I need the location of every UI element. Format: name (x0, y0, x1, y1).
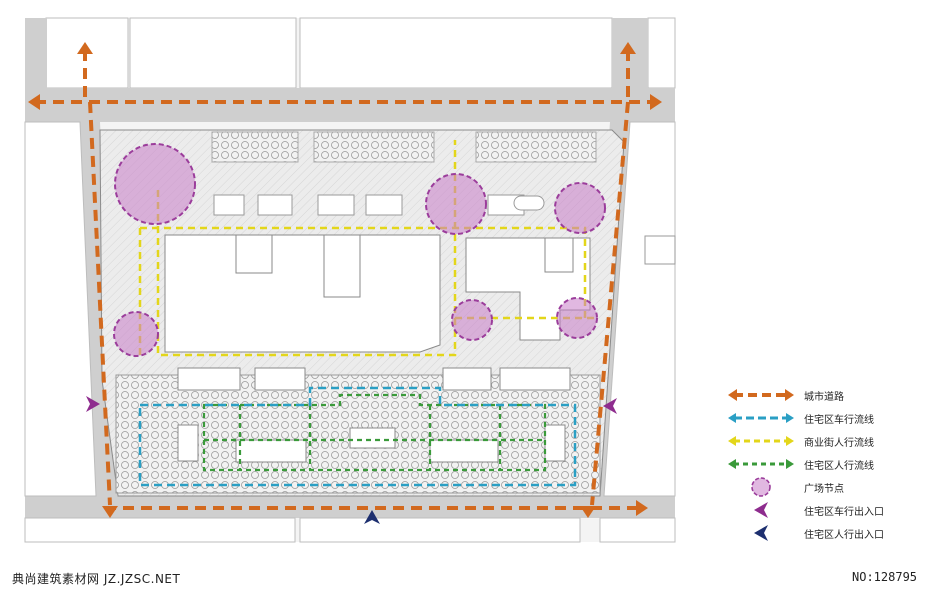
residential-vehicle-flow-loop (138, 386, 577, 487)
city-road-arrowheads (28, 42, 662, 518)
dash-arrow-icon (728, 436, 794, 446)
legend-item-residential-pedestrian-entrance: 住宅区人行出入口 (726, 522, 936, 545)
legend-item-residential-vehicle-flow: 住宅区车行流线 (726, 407, 936, 430)
thick-dash-arrow-icon (728, 389, 794, 401)
legend-label: 城市道路 (804, 392, 844, 403)
legend-label: 住宅区车行出入口 (804, 507, 884, 518)
arrow-icon (754, 502, 768, 518)
vehicle-entrance-arrows (86, 396, 617, 414)
plaza-nodes (113, 143, 606, 357)
commercial-tower (544, 237, 574, 273)
dash-arrow-icon (728, 459, 794, 469)
plaza-node (556, 297, 598, 339)
dash-arrow-icon (728, 413, 794, 423)
legend-item-residential-pedestrian-flow: 住宅区人行流线 (726, 453, 936, 476)
image-number: NO:128795 (852, 570, 918, 584)
dashed-circle-icon (751, 477, 771, 497)
east-block (603, 121, 676, 497)
legend-label: 商业街人行流线 (804, 438, 874, 449)
legend-label: 住宅区人行出入口 (804, 530, 884, 541)
legend-item-plaza-node: 广场节点 (726, 476, 936, 499)
legend-label: 住宅区车行流线 (804, 415, 874, 426)
watermark: 典尚建筑素材网 JZ.JZSC.NET (12, 572, 181, 586)
legend-item-city-road: 城市道路 (726, 384, 936, 407)
plaza-node (113, 311, 159, 357)
west-block (24, 121, 97, 497)
city-block (129, 17, 297, 89)
residential-pedestrian-flow-lines (202, 393, 547, 472)
parking-rows (211, 131, 597, 216)
city-road-flow-lines (35, 50, 655, 510)
plaza-node (451, 299, 493, 341)
commercial-tower (323, 234, 361, 298)
south-block (299, 517, 581, 543)
city-block (647, 17, 676, 89)
east-building (644, 235, 676, 265)
legend: 城市道路 住宅区车行流线 商业街人行流线 住宅区人行流线 广场节点 (726, 384, 936, 545)
top-road (25, 88, 675, 122)
legend-item-commercial-pedestrian-flow: 商业街人行流线 (726, 430, 936, 453)
commercial-tower (235, 234, 273, 274)
plaza-node (554, 182, 606, 234)
plaza-node (425, 173, 487, 235)
plaza-node (114, 143, 196, 225)
pedestrian-entrance-south (364, 510, 380, 524)
vehicle-entrance-east (603, 398, 617, 414)
left-road-upper (25, 18, 47, 122)
residential-buildings (177, 367, 571, 463)
commercial-building (164, 234, 441, 353)
legend-label: 住宅区人行流线 (804, 461, 874, 472)
legend-label: 广场节点 (804, 484, 844, 495)
vehicle-entrance-west (86, 396, 100, 412)
city-block (299, 17, 613, 89)
arrow-icon (754, 525, 768, 541)
south-block (24, 517, 296, 543)
legend-item-residential-vehicle-entrance: 住宅区车行出入口 (726, 499, 936, 522)
south-block (599, 517, 676, 543)
